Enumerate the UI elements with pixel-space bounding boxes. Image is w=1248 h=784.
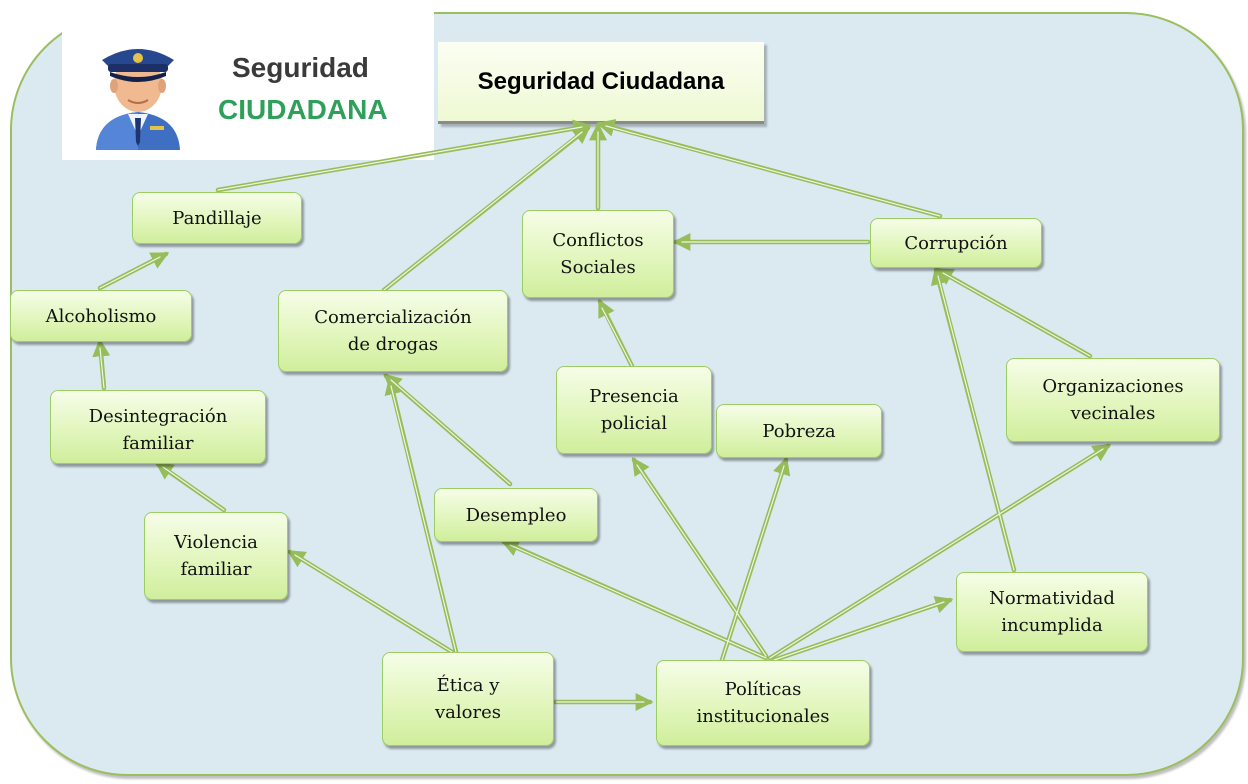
node-alcoholismo-label: Alcoholismo xyxy=(45,305,157,327)
central-title-label: Seguridad Ciudadana xyxy=(477,67,725,95)
node-presencia-policial-label: Presencia policial xyxy=(589,386,679,434)
node-presencia-policial: Presencia policial xyxy=(556,366,712,454)
node-etica-y-valores: Ética y valores xyxy=(382,652,554,746)
police-officer-icon xyxy=(96,49,180,150)
node-violencia-familiar-label: Violencia familiar xyxy=(174,532,258,580)
node-conflictos-sociales: Conflictos Sociales xyxy=(522,210,674,298)
node-comercializacion-de-drogas-label: Comercialización de drogas xyxy=(314,307,472,355)
node-organizaciones-vecinales-label: Organizaciones vecinales xyxy=(1042,376,1184,424)
node-pandillaje: Pandillaje xyxy=(132,192,302,244)
node-corrupcion-label: Corrupción xyxy=(904,232,1008,254)
node-desempleo: Desempleo xyxy=(434,488,598,542)
node-pandillaje-label: Pandillaje xyxy=(172,207,262,229)
brand-title-seguridad: Seguridad xyxy=(232,52,369,83)
node-pobreza-label: Pobreza xyxy=(762,420,836,442)
node-organizaciones-vecinales: Organizaciones vecinales xyxy=(1006,358,1220,442)
node-desempleo-label: Desempleo xyxy=(465,504,567,526)
node-pobreza: Pobreza xyxy=(716,404,882,458)
node-alcoholismo: Alcoholismo xyxy=(10,290,192,342)
brand-title-ciudadana: CIUDADANA xyxy=(218,94,388,125)
node-conflictos-sociales-label: Conflictos Sociales xyxy=(552,230,644,278)
node-desintegracion-familiar-label: Desintegración familiar xyxy=(88,406,228,454)
node-corrupcion: Corrupción xyxy=(870,218,1042,268)
node-desintegracion-familiar: Desintegración familiar xyxy=(50,390,266,464)
node-comercializacion-de-drogas: Comercialización de drogas xyxy=(278,290,508,372)
central-title-node: Seguridad Ciudadana xyxy=(438,42,764,124)
node-etica-y-valores-label: Ética y valores xyxy=(435,675,501,723)
node-violencia-familiar: Violencia familiar xyxy=(144,512,288,600)
node-normatividad-incumplida-label: Normatividad incumplida xyxy=(989,588,1115,636)
node-politicas-institucionales: Políticas institucionales xyxy=(656,660,870,746)
node-politicas-institucionales-label: Políticas institucionales xyxy=(696,679,830,727)
node-normatividad-incumplida: Normatividad incumplida xyxy=(956,572,1148,652)
